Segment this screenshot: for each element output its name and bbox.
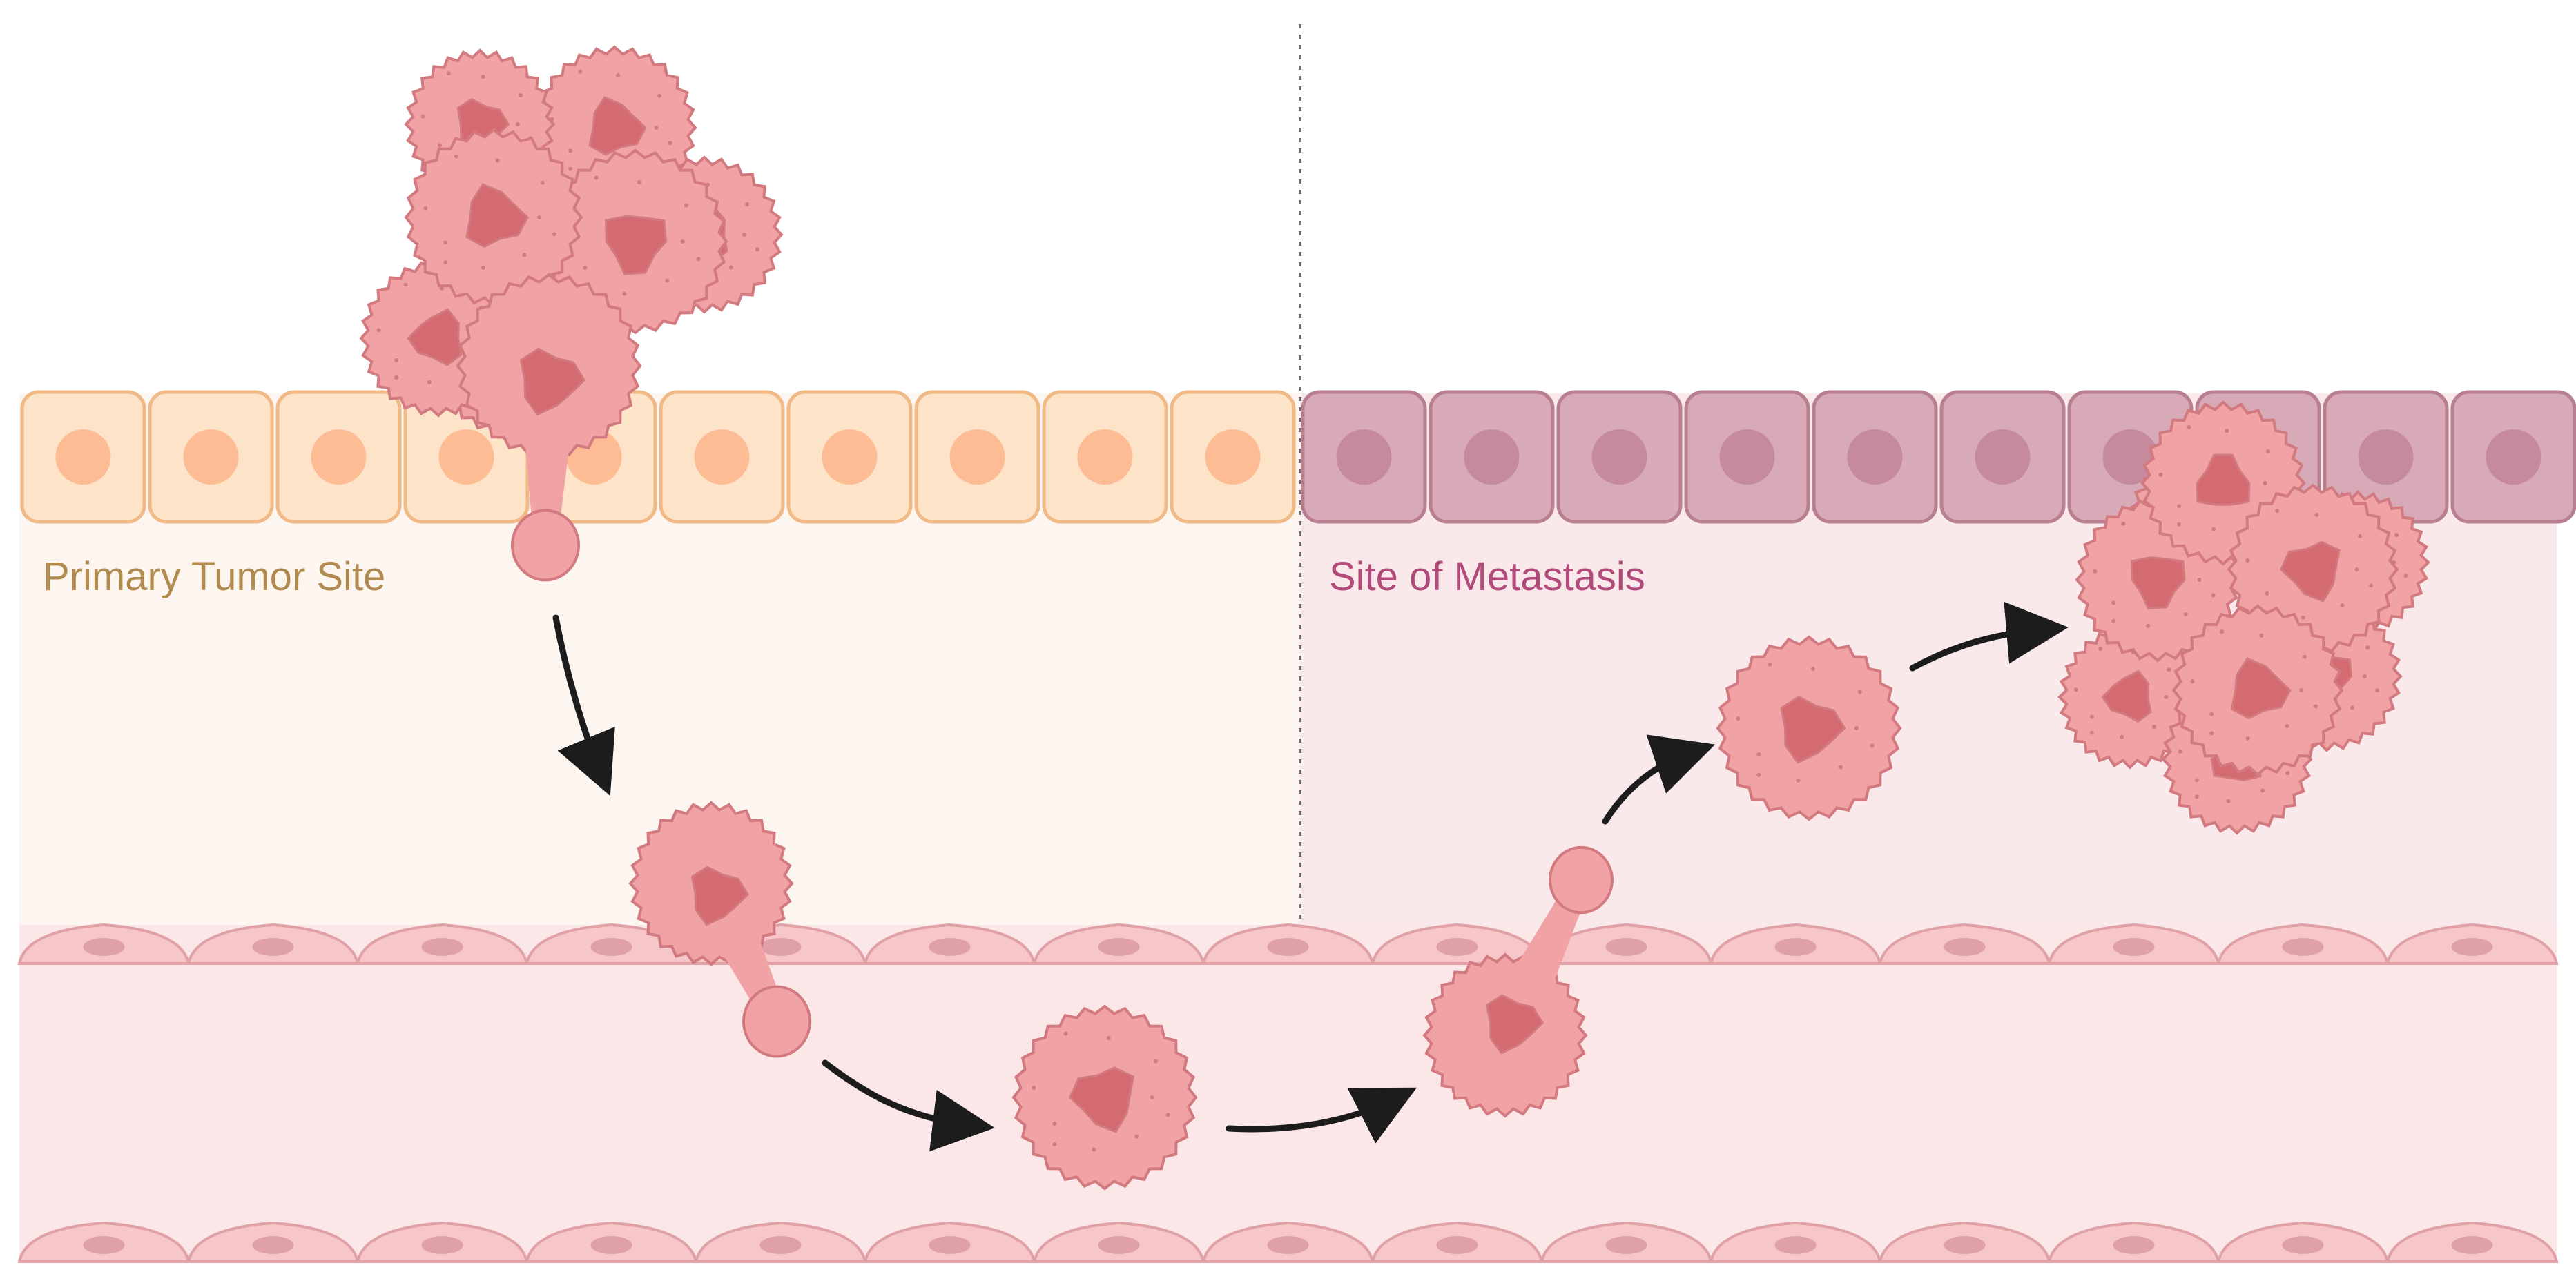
migrating-tumor-cell (1716, 635, 1902, 821)
arrow-extravasation (1602, 734, 1716, 825)
primary-epithelial-nucleus (1077, 429, 1133, 485)
endothelial-nucleus (1944, 1236, 1986, 1254)
metastatic-tumor-cell-nucleus (2131, 556, 2186, 610)
arrow-colonization (1909, 601, 2069, 672)
endothelial-nucleus (1436, 938, 1478, 956)
primary-epithelial-nucleus (1205, 429, 1261, 485)
primary-epithelial-nucleus (694, 429, 750, 485)
tumor-cells (359, 45, 2430, 1191)
primary-tumor-cell-nucleus (588, 96, 647, 156)
endothelial-nucleus (759, 1236, 802, 1254)
metastasis-epithelial-nucleus (1847, 429, 1903, 485)
endothelial-nucleus (1436, 1236, 1478, 1254)
metastasis-epithelial-nucleus (2486, 429, 2541, 485)
endothelial-nucleus (759, 938, 802, 956)
primary-epithelium (20, 390, 1296, 524)
extravasating-tumor-cell-nucleus (1485, 994, 1544, 1055)
primary-tumor-cell-nucleus (407, 308, 463, 366)
metastatic-tumor-cell-nucleus (2196, 453, 2251, 506)
metastasis-epithelial-nucleus (2102, 429, 2158, 485)
endothelial-nucleus (252, 938, 294, 956)
metastasis-epithelial-nucleus (1975, 429, 2031, 485)
endothelial-nucleus (929, 1236, 971, 1254)
metastasis-epithelial-nucleus (1719, 429, 1775, 485)
endothelial-nucleus (2113, 938, 2155, 956)
primary-tumor-site-label: Primary Tumor Site (43, 554, 385, 599)
primary-epithelial-nucleus (438, 429, 494, 485)
intravasating-tumor-cell-nucleus (690, 866, 749, 926)
endothelial-nucleus (421, 1236, 463, 1254)
endothelial-nucleus (421, 938, 463, 956)
primary-epithelial-nucleus (822, 429, 878, 485)
extravasating-tumor-cell (1422, 845, 1614, 1118)
blood-vessel-lumen (19, 925, 2557, 1256)
endothelial-nucleus (83, 938, 125, 956)
metastasis-epithelial-nucleus (2358, 429, 2414, 485)
intravasating-tumor-cell (628, 801, 811, 1058)
endothelial-nucleus (2282, 1236, 2324, 1254)
endothelial-nucleus (83, 1236, 125, 1254)
metastatic-tumor-cell-nucleus (2279, 540, 2341, 603)
metastasis-epithelial-nucleus (1591, 429, 1647, 485)
metastatic-tumor-cell-nucleus (2101, 669, 2152, 723)
primary-epithelial-nucleus (55, 429, 111, 485)
vessel-wall-top (17, 923, 2559, 965)
migrating-tumor-cell-nucleus (1780, 695, 1846, 764)
endothelial-nucleus (1605, 938, 1647, 956)
metastatic-tumor-cell (2171, 604, 2344, 776)
endothelial-nucleus (2451, 1236, 2493, 1254)
invading-tumor-cell-nucleus (519, 347, 586, 416)
endothelial-nucleus (252, 1236, 294, 1254)
endothelial-nucleus (1267, 938, 1309, 956)
metastasis-path-arrows (552, 601, 2069, 1152)
site-of-metastasis-label: Site of Metastasis (1329, 554, 1645, 599)
arrow-circulation (1226, 1087, 1417, 1144)
endothelial-nucleus (1944, 938, 1986, 956)
metastatic-tumor-cell-nucleus (2230, 657, 2292, 720)
primary-epithelial-nucleus (949, 429, 1005, 485)
endothelial-nucleus (2451, 938, 2493, 956)
primary-epithelial-nucleus (183, 429, 239, 485)
arrow-intravasation (822, 1059, 995, 1152)
endothelial-nucleus (2282, 938, 2324, 956)
endothelial-nucleus (590, 938, 632, 956)
vessel-wall-bottom (17, 1221, 2559, 1263)
endothelial-nucleus (1774, 1236, 1817, 1254)
endothelial-nucleus (1098, 1236, 1140, 1254)
endothelial-nucleus (590, 1236, 632, 1254)
invading-tumor-cell (456, 273, 642, 582)
endothelial-nucleus (1605, 1236, 1647, 1254)
endothelial-nucleus (1098, 938, 1140, 956)
endothelial-nucleus (2113, 1236, 2155, 1254)
metastatic-tumor-cell (2057, 625, 2202, 770)
metastasis-epithelial-nucleus (1336, 429, 1392, 485)
endothelial-nucleus (1774, 938, 1817, 956)
primary-epithelial-nucleus (311, 429, 367, 485)
metastasis-epithelium (1301, 390, 2576, 524)
endothelial-nucleus (929, 938, 971, 956)
circulating-tumor-cell (1011, 1004, 1198, 1191)
arrow-invasion (552, 614, 615, 796)
metastasis-epithelial-nucleus (1464, 429, 1520, 485)
circulating-tumor-cell-nucleus (1068, 1066, 1135, 1133)
endothelial-nucleus (1267, 1236, 1309, 1254)
primary-tumor-cell-nucleus (465, 183, 529, 248)
primary-tumor-cell-nucleus (605, 215, 667, 275)
